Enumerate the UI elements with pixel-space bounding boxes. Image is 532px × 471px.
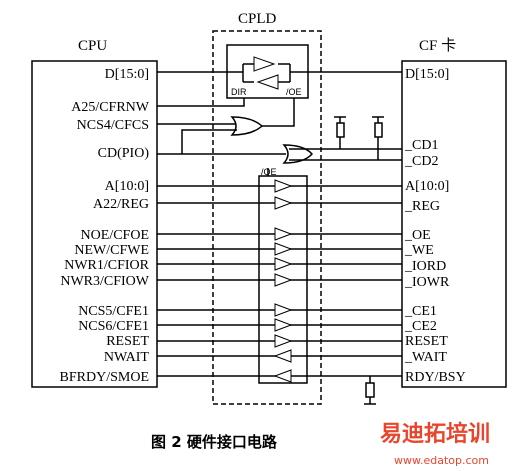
buffer-right-triangle [253, 56, 276, 72]
cpu-pin-label: NWAIT [104, 350, 150, 365]
cpu-pin-label: NCS5/CFE1 [78, 304, 149, 319]
unidirectional-buffers [273, 179, 293, 383]
cf-pin-label: A[10:0] [405, 179, 449, 194]
cf-pin-label: _CD1 [404, 138, 438, 153]
cpu-pin-label: NOE/CFOE [81, 228, 149, 243]
cpu-pin-label: NEW/CFWE [74, 243, 149, 258]
cpu-pin-label: D[15:0] [105, 67, 149, 82]
cf-pin-labels: D[15:0] _CD1 _CD2 A[10:0] _REG _OE _WE _… [404, 67, 466, 385]
cf-pin-label: RDY/BSY [405, 370, 466, 385]
buffer-triangle [273, 369, 292, 383]
cf-pin-label: _IORD [404, 259, 446, 274]
cf-pin-label: RESET [405, 334, 448, 349]
cpu-pin-label: NWR3/CFIOW [60, 274, 149, 289]
buffer-triangle [274, 196, 293, 210]
buffer-triangle [274, 303, 293, 317]
cpu-pin-label: A25/CFRNW [71, 100, 150, 115]
cpu-pin-label: NCS6/CFE1 [78, 319, 149, 334]
cf-pin-label: _WAIT [404, 350, 447, 365]
buffer-triangle [274, 179, 293, 193]
pull-up-resistor-cd1 [334, 116, 346, 149]
figure-caption: 图 2 硬件接口电路 [151, 433, 278, 451]
buffer-triangle [274, 334, 293, 348]
oe-label-buffers: /OE [261, 167, 277, 177]
buffer-triangle [274, 273, 293, 287]
or-gate-oe [230, 116, 264, 136]
pull-down-resistor-rdy [364, 376, 376, 405]
cf-pin-label: D[15:0] [405, 67, 449, 82]
cf-pin-label: _CD2 [404, 154, 438, 169]
watermark-logo: 易迪拓培训 [380, 421, 490, 447]
cpu-pin-label: A[10:0] [105, 179, 149, 194]
oe-label-bidir: /OE [286, 87, 302, 97]
cf-pin-label: _CE2 [404, 319, 437, 334]
cpu-pin-label: NCS4/CFCS [77, 118, 149, 133]
cpu-pin-label: CD(PIO) [98, 146, 150, 161]
dir-label: DIR [231, 87, 247, 97]
watermark-url: www.edatop.com [394, 454, 489, 467]
cpu-pin-label: BFRDY/SMOE [60, 370, 149, 385]
cf-pin-label: _REG [404, 199, 440, 214]
cf-pin-label: _IOWR [404, 275, 450, 290]
cpu-pin-label: A22/REG [93, 197, 149, 212]
oe-control-wire [262, 98, 295, 127]
cpu-pin-label: RESET [106, 334, 149, 349]
cf-pin-label: _CE1 [404, 304, 437, 319]
bidirectional-buffer [253, 56, 279, 90]
buffer-triangle [274, 257, 293, 271]
buffer-triangle [274, 227, 293, 241]
cpld-title: CPLD [238, 11, 277, 27]
cf-pin-label: _OE [404, 228, 431, 243]
cpu-title: CPU [78, 38, 107, 54]
buffer-triangle [273, 349, 292, 363]
buffer-triangle [274, 318, 293, 332]
cf-pin-label: _WE [404, 243, 434, 258]
data-bus-wires [157, 63, 402, 83]
buffer-left-triangle [256, 74, 279, 90]
cf-title: CF 卡 [419, 37, 456, 54]
cpu-pin-labels: D[15:0] A25/CFRNW NCS4/CFCS CD(PIO) A[10… [60, 67, 150, 385]
buffer-triangle [274, 242, 293, 256]
dir-control-wire [157, 98, 245, 107]
cpu-block [31, 60, 158, 388]
pull-up-resistor-cd2 [372, 116, 384, 160]
cpu-pin-label: NWR1/CFIOR [64, 258, 149, 273]
cd-to-or-gate-wire [181, 129, 237, 154]
cf-block [401, 60, 507, 388]
